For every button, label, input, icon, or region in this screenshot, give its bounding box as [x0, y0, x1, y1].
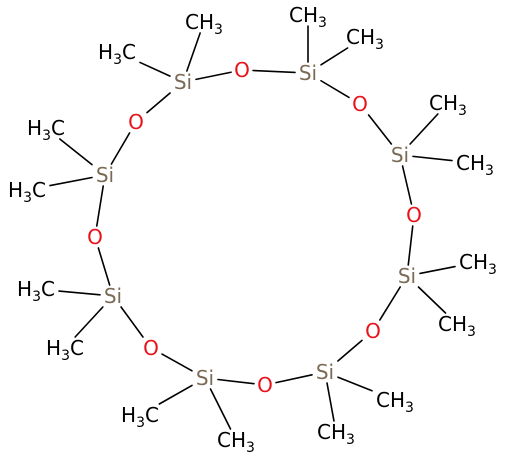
atom-label-me3a: CH3	[429, 91, 467, 119]
atom-label-me1a: CH3	[185, 10, 223, 38]
atom-label-o2: O	[352, 92, 368, 116]
bond-o6-si7	[120, 306, 144, 338]
bond-si7-me7a	[58, 290, 101, 296]
bond-si4-me4a	[419, 265, 456, 275]
atom-label-me6a: H3C	[121, 403, 159, 431]
bond-si5-me5b	[326, 382, 335, 422]
bond-si7-o7	[97, 247, 111, 286]
bond-si8-me8a	[59, 138, 93, 166]
atom-label-me8b: H3C	[8, 178, 46, 206]
bond-si8-me8b	[49, 176, 93, 187]
bond-si2-me2b	[320, 47, 349, 66]
atom-label-o5: O	[257, 373, 273, 397]
atom-label-o1: O	[234, 58, 250, 82]
atom-label-me6b: CH3	[217, 428, 255, 454]
atom-label-si6: Si	[196, 366, 214, 390]
atom-label-me7b: H3C	[46, 336, 84, 364]
bond-layer	[49, 25, 456, 430]
bond-o1-si2	[252, 69, 296, 74]
atom-label-si7: Si	[104, 284, 122, 308]
bond-o2-si3	[367, 114, 393, 145]
atom-label-me5a: CH3	[376, 388, 414, 416]
atom-label-me3b: CH3	[456, 151, 494, 179]
atom-label-o6: O	[143, 336, 159, 360]
atom-label-me4b: CH3	[438, 312, 476, 340]
atom-label-me2b: CH3	[346, 25, 384, 53]
bond-si6-o6	[161, 353, 193, 372]
atom-label-me8a: H3C	[27, 116, 65, 144]
bond-si3-me3b	[412, 155, 453, 162]
bond-si3-o3	[401, 165, 413, 205]
atom-label-me7a: H3C	[17, 277, 55, 305]
bond-si7-me7b	[74, 306, 104, 338]
bond-si5-o5	[275, 374, 313, 384]
bond-si5-me5a	[337, 376, 373, 392]
atom-label-me1b: H3C	[98, 40, 136, 68]
bond-si6-me6a	[158, 384, 193, 405]
bond-o7-si8	[95, 185, 105, 227]
bond-si3-me3a	[409, 113, 439, 145]
bond-si1-me1a	[186, 32, 201, 72]
bond-si1-me1b	[139, 61, 171, 77]
bond-si4-me4b	[417, 286, 447, 314]
atom-label-si4: Si	[398, 264, 416, 288]
bond-si4-o4	[378, 286, 402, 321]
bond-si1-o1	[195, 71, 232, 81]
atom-label-me4a: CH3	[459, 250, 497, 278]
bond-o4-si5	[337, 339, 363, 362]
bond-si8-o8	[110, 132, 131, 165]
atom-label-o3: O	[406, 203, 422, 227]
bond-o8-si1	[146, 92, 171, 114]
atom-label-si5: Si	[316, 360, 334, 384]
atom-label-si8: Si	[96, 163, 114, 187]
atom-label-si1: Si	[174, 70, 192, 94]
atom-label-o8: O	[128, 110, 144, 134]
bond-si2-o2	[320, 79, 350, 99]
bond-o3-si4	[407, 225, 414, 266]
atom-label-o4: O	[365, 319, 381, 343]
bond-o5-si6	[217, 378, 255, 385]
atom-label-me2a: CH3	[289, 3, 327, 31]
bond-si6-me6b	[209, 388, 232, 430]
atom-label-si3: Si	[391, 143, 409, 167]
atom-label-si2: Si	[299, 61, 317, 85]
atom-label-me5b: CH3	[317, 420, 355, 448]
atom-label-o7: O	[87, 225, 103, 249]
